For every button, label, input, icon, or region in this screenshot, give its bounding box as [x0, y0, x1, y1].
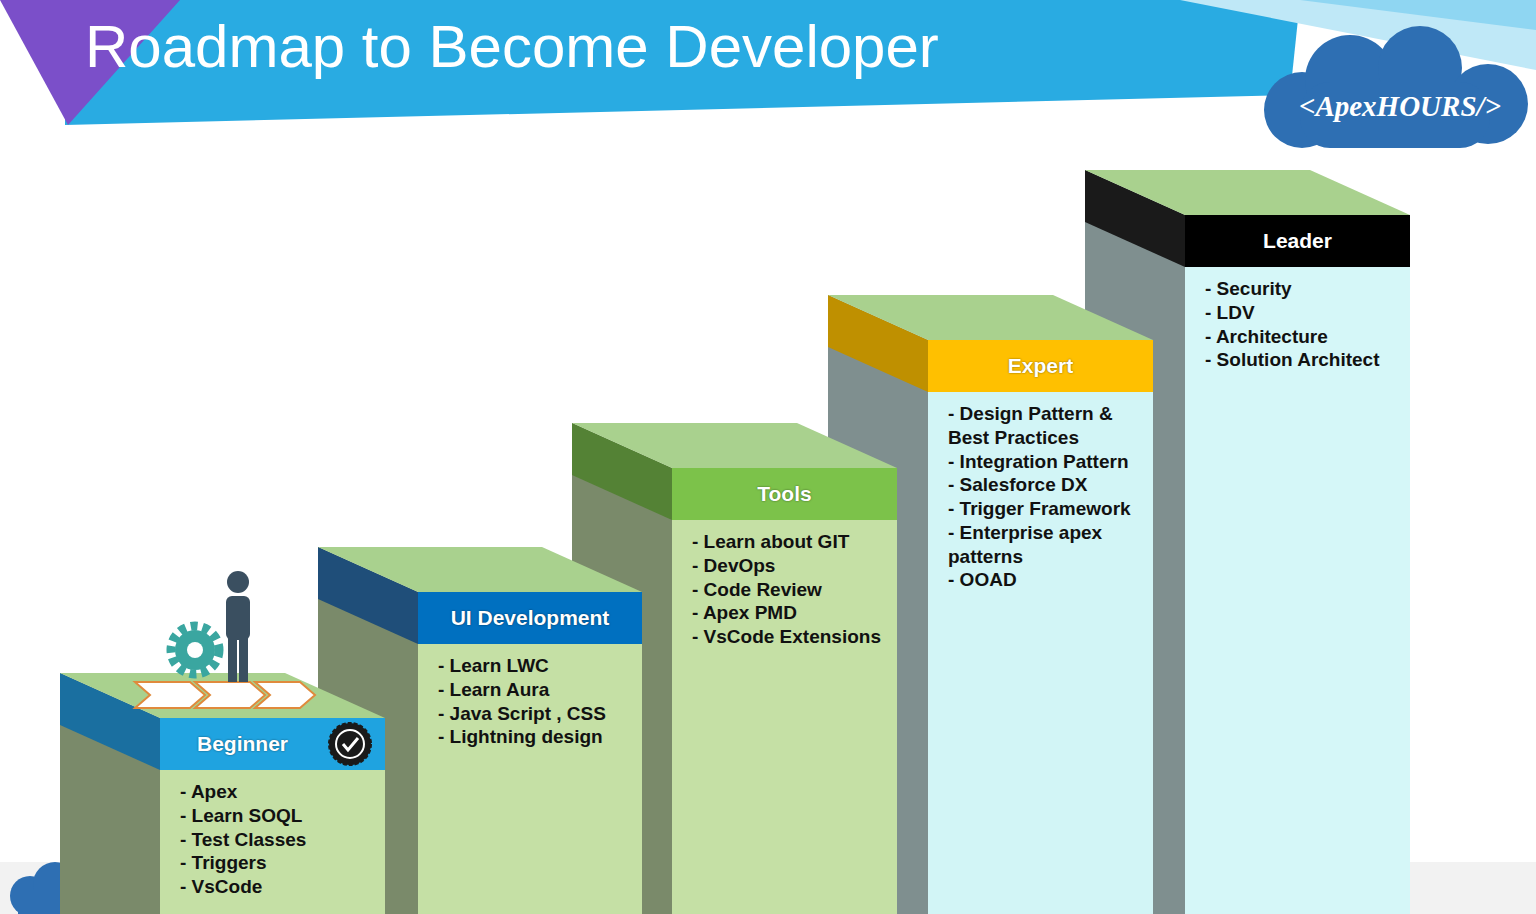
step-heading: Leader: [1263, 229, 1332, 253]
step-item: - Test Classes: [180, 828, 373, 852]
step-item: - Trigger Framework: [948, 497, 1141, 521]
arrow-chevron: [135, 682, 205, 708]
step-item: - Apex: [180, 780, 373, 804]
person-figure: [226, 571, 250, 682]
roadmap-step: Beginner - Apex- Learn SOQL- Test Classes…: [160, 718, 385, 914]
step-heading-band: Tools: [672, 468, 897, 520]
arrow-chevron: [195, 682, 265, 708]
step-item: - Java Script , CSS: [438, 702, 630, 726]
corner-accent: [1300, 0, 1536, 30]
step-heading: UI Development: [451, 606, 610, 630]
step-item: - Lightning design: [438, 725, 630, 749]
step-body: - Learn about GIT- DevOps- Code Review- …: [672, 520, 897, 914]
step-heading-band: UI Development: [418, 592, 642, 644]
pillar-top: [318, 547, 642, 592]
step-item: - Learn LWC: [438, 654, 630, 678]
gear-hole: [187, 642, 203, 658]
page-title: Roadmap to Become Developer: [85, 12, 939, 81]
step-item: - VsCode: [180, 875, 373, 899]
pillar-top: [572, 423, 897, 468]
step-heading-band: Beginner: [160, 718, 385, 770]
person-body: [226, 596, 250, 640]
direction-arrows: [135, 682, 315, 708]
roadmap-step: UI Development - Learn LWC- Learn Aura- J…: [418, 592, 642, 914]
step-item: - Apex PMD: [692, 601, 885, 625]
gear-icon: [171, 626, 219, 674]
step-item: - DevOps: [692, 554, 885, 578]
logo-cloud: [1264, 26, 1528, 148]
step-item: - Enterprise apex patterns: [948, 521, 1141, 569]
step-heading-band: Expert: [928, 340, 1153, 392]
gear-body: [175, 630, 215, 670]
step-body: - Security- LDV- Architecture- Solution …: [1185, 267, 1410, 914]
step-heading: Expert: [1008, 354, 1073, 378]
step-item: - Learn SOQL: [180, 804, 373, 828]
pillar-top: [1085, 170, 1410, 215]
step-body: - Apex- Learn SOQL- Test Classes- Trigge…: [160, 770, 385, 914]
step-item: - Security: [1205, 277, 1398, 301]
step-item: - Integration Pattern: [948, 450, 1141, 474]
arrow-chevron: [255, 682, 315, 708]
roadmap-step: Leader - Security- LDV- Architecture- Sol…: [1185, 215, 1410, 914]
step-item: - Learn about GIT: [692, 530, 885, 554]
title-banner: [65, 0, 1300, 125]
step-item: - Design Pattern & Best Practices: [948, 402, 1141, 450]
pillar-top: [828, 295, 1153, 340]
step-item: - Triggers: [180, 851, 373, 875]
roadmap-step: Expert- Design Pattern & Best Practices-…: [928, 340, 1153, 914]
person-head: [227, 571, 249, 593]
step-item: - OOAD: [948, 568, 1141, 592]
step-heading: Tools: [757, 482, 811, 506]
step-item: - Salesforce DX: [948, 473, 1141, 497]
gear-teeth: [171, 626, 219, 674]
step-item: - Architecture: [1205, 325, 1398, 349]
roadmap-step: Tools - Learn about GIT- DevOps- Code Rev…: [672, 468, 897, 914]
step-item: - Learn Aura: [438, 678, 630, 702]
person-leg: [228, 636, 237, 682]
logo-text: <ApexHOURS/>: [1272, 86, 1528, 126]
step-body: - Design Pattern & Best Practices- Integ…: [928, 392, 1153, 914]
person-leg: [239, 636, 248, 682]
step-body: - Learn LWC- Learn Aura- Java Script , C…: [418, 644, 642, 914]
step-heading: Beginner: [197, 732, 288, 756]
step-item: - VsCode Extensions: [692, 625, 885, 649]
step-item: - Solution Architect: [1205, 348, 1398, 372]
step-heading-band: Leader: [1185, 215, 1410, 267]
step-item: - Code Review: [692, 578, 885, 602]
step-item: - LDV: [1205, 301, 1398, 325]
pillar-top: [60, 673, 385, 718]
